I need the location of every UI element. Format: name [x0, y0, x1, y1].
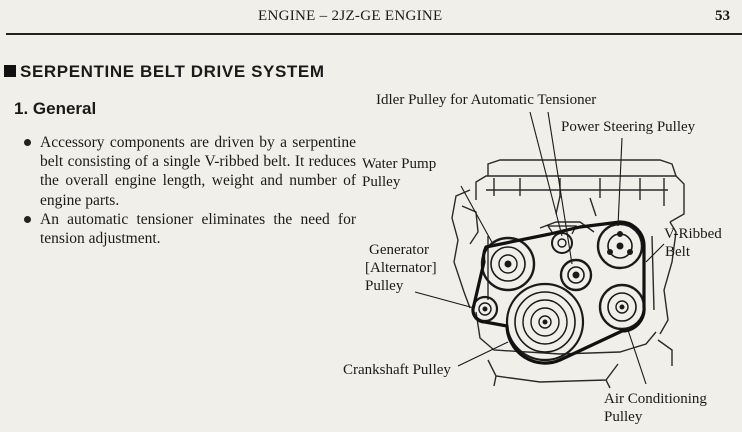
bullet-text: An automatic tensioner eliminates the ne… [40, 210, 356, 248]
leader-lines [414, 111, 665, 385]
label-v-ribbed-line1: V-Ribbed [664, 226, 722, 242]
power-steering-pulley [596, 222, 644, 270]
label-crankshaft-pulley: Crankshaft Pulley [343, 362, 451, 378]
bullet-list: Accessory components are driven by a ser… [22, 133, 356, 248]
page-header-title: ENGINE – 2JZ-GE ENGINE [258, 8, 443, 24]
bullet-text: Accessory components are driven by a ser… [40, 134, 356, 209]
page-number: 53 [715, 8, 730, 24]
label-water-pump-line2: Pulley [362, 174, 401, 190]
label-generator-line2: [Alternator] [365, 260, 437, 276]
air-conditioning-pulley [598, 283, 646, 331]
subsection-title: 1. General [14, 99, 97, 118]
bullet-item: Accessory components are driven by a ser… [22, 133, 356, 210]
header-rule [6, 33, 742, 35]
label-generator-line1: Generator [369, 242, 429, 258]
bullet-dot-icon [24, 139, 31, 146]
label-idler-pulley: Idler Pulley for Automatic Tensioner [376, 92, 597, 108]
bullet-item: An automatic tensioner eliminates the ne… [22, 210, 356, 248]
square-bullet-icon [4, 65, 16, 77]
bullet-dot-icon [24, 215, 31, 223]
label-air-conditioning-line1: Air Conditioning [604, 391, 707, 407]
crankshaft-pulley [505, 282, 585, 362]
tensioner-pulley [559, 258, 593, 292]
label-air-conditioning-line2: Pulley [604, 409, 643, 425]
label-water-pump-line1: Water Pump [362, 156, 437, 172]
label-generator-line3: Pulley [365, 278, 404, 294]
page-header: ENGINE – 2JZ-GE ENGINE 53 [0, 0, 742, 36]
v-ribbed-belt [471, 220, 646, 365]
label-power-steering-pulley: Power Steering Pulley [561, 119, 696, 135]
section-title: SERPENTINE BELT DRIVE SYSTEM [4, 62, 325, 82]
section-title-text: SERPENTINE BELT DRIVE SYSTEM [20, 62, 325, 81]
label-v-ribbed-line2: Belt [665, 244, 690, 260]
